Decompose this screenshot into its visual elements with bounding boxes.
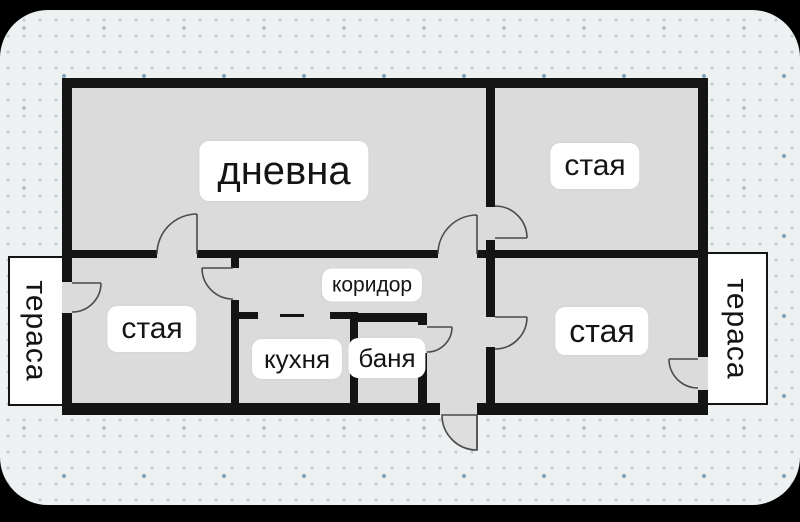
room-label-bedroom-bottom-right: стая (555, 307, 649, 355)
wall-kitchen-top-left (235, 312, 258, 319)
wall-vertical-main-lower (486, 347, 495, 403)
wall-exterior-left-lower (62, 313, 72, 415)
wall-bathroom-top (350, 313, 427, 322)
terrace-right: тераса (706, 252, 768, 405)
room-label-bedroom-top-right: стая (550, 143, 640, 189)
wall-exterior-right-lower (698, 390, 708, 415)
wall-exterior-right-upper (698, 78, 708, 357)
wall-exterior-bottom-right (477, 403, 708, 415)
wall-horizontal-right (477, 250, 698, 258)
room-label-living: дневна (199, 141, 369, 201)
entrance-door-swing (441, 414, 478, 451)
wall-vertical-main-middle (486, 240, 495, 317)
dotted-background-panel: тераса тераса (0, 10, 800, 505)
terrace-left: тераса (8, 256, 64, 406)
wall-exterior-bottom-left (62, 403, 440, 415)
wall-bathroom-right-upper (418, 313, 427, 325)
wall-exterior-top (62, 78, 708, 88)
room-label-corridor: коридор (321, 268, 423, 302)
terrace-right-label: тераса (721, 277, 754, 380)
terrace-left-label: тераса (20, 280, 53, 382)
wall-horizontal-middle (197, 250, 438, 258)
wall-exterior-left-upper (62, 78, 72, 282)
room-label-bedroom-bottom-left: стая (107, 306, 197, 352)
room-label-kitchen: кухня (251, 339, 343, 379)
wall-horizontal-left (72, 250, 157, 258)
wall-kitchen-left-lower (231, 300, 239, 403)
room-label-bathroom: баня (348, 338, 426, 378)
wall-kitchen-left-upper (231, 258, 239, 268)
wall-bathroom-right-lower (418, 353, 427, 403)
kitchen-opening-dash (280, 314, 304, 317)
wall-kitchen-top-right (330, 312, 358, 319)
wall-vertical-main-upper (486, 78, 495, 207)
